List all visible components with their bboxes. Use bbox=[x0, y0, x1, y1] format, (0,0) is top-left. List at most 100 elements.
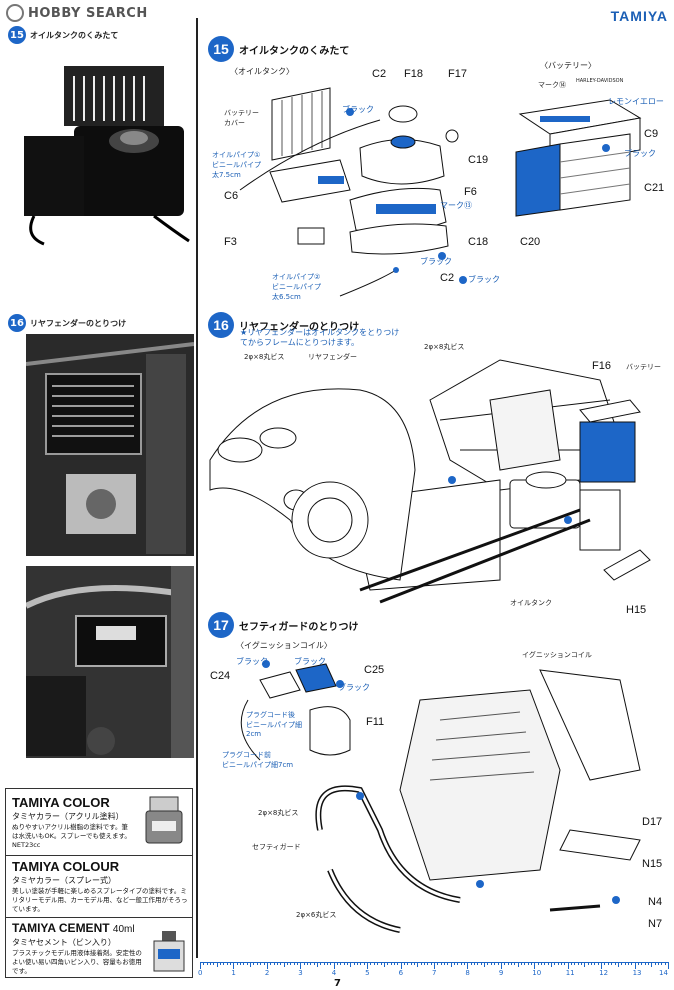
ruler-tick bbox=[200, 962, 201, 969]
ruler-minor-tick bbox=[577, 962, 579, 965]
ruler-minor-tick bbox=[206, 962, 208, 965]
ruler-minor-tick bbox=[470, 962, 472, 965]
part-c25: C25 bbox=[364, 664, 385, 676]
label-harley: HARLEY-DAVIDSON bbox=[576, 78, 624, 84]
part-c2-bottom: C2 bbox=[440, 272, 455, 284]
ruler-minor-tick bbox=[587, 962, 589, 965]
ruler-minor-tick bbox=[270, 962, 272, 965]
ruler-tick bbox=[668, 962, 669, 969]
ruler-minor-tick bbox=[403, 962, 405, 965]
step16-badge: 16 bbox=[208, 312, 234, 338]
ruler-minor-tick bbox=[611, 962, 613, 965]
ruler-minor-tick bbox=[373, 962, 375, 965]
part-n15: N15 bbox=[642, 858, 663, 870]
ruler-minor-tick bbox=[303, 962, 305, 965]
ruler-tick bbox=[567, 962, 569, 969]
ruler-minor-tick bbox=[487, 962, 489, 965]
step17-heading: 17 セフティガードのとりつけ bbox=[208, 612, 359, 638]
label-rear-fender: リヤフェンダー bbox=[308, 353, 357, 361]
ruler-minor-tick bbox=[460, 962, 462, 965]
ruler-minor-tick bbox=[530, 962, 532, 965]
ruler-minor-tick bbox=[423, 962, 425, 965]
ruler-tick bbox=[367, 962, 369, 969]
ruler-minor-tick bbox=[243, 962, 245, 965]
part-n4: N4 bbox=[648, 896, 663, 908]
paint-ad-box: TAMIYA COLOR タミヤカラー（アクリル塗料） ぬりやすいアクリル樹脂の… bbox=[5, 788, 193, 978]
left-step16-badge: 16 bbox=[8, 314, 26, 332]
ruler-minor-tick bbox=[393, 962, 395, 965]
ruler-minor-tick bbox=[437, 962, 439, 965]
ruler-tick-label: 3 bbox=[298, 969, 303, 977]
ad-cement-sub: タミヤセメント（ビン入り） bbox=[12, 938, 116, 947]
ruler-tick-label: 6 bbox=[398, 969, 404, 977]
ruler-tick bbox=[434, 962, 435, 969]
ruler-minor-tick bbox=[607, 962, 609, 965]
ruler-minor-tick bbox=[497, 962, 499, 965]
label-oil-pipe-1: オイルパイプ① ビニールパイプ 太7.5cm bbox=[212, 151, 261, 179]
ruler-minor-tick bbox=[363, 962, 365, 965]
step15-badge: 15 bbox=[208, 36, 234, 62]
ruler-minor-tick bbox=[256, 962, 258, 965]
ad-color-title: TAMIYA COLOR bbox=[12, 795, 110, 810]
ruler-minor-tick bbox=[464, 962, 466, 965]
part-c19: C19 bbox=[468, 154, 489, 166]
ruler-minor-tick bbox=[350, 962, 352, 967]
ruler-minor-tick bbox=[340, 962, 342, 965]
ruler-minor-tick bbox=[444, 962, 446, 965]
ruler-minor-tick bbox=[454, 962, 456, 965]
ruler-minor-tick bbox=[380, 962, 382, 965]
ruler-minor-tick bbox=[313, 962, 315, 965]
ruler-minor-tick bbox=[504, 962, 506, 965]
ruler-tick-label: 1 bbox=[231, 969, 236, 977]
left-step16-title: リヤフェンダーのとりつけ bbox=[30, 318, 127, 328]
ruler-minor-tick bbox=[353, 962, 355, 965]
ruler-tick bbox=[534, 962, 536, 969]
part-c20: C20 bbox=[520, 236, 541, 248]
cement-bottle-icon bbox=[153, 931, 185, 972]
photo-oil-tank bbox=[4, 46, 194, 246]
ruler-minor-tick bbox=[537, 962, 539, 965]
part-d17: D17 bbox=[642, 816, 663, 828]
ruler-minor-tick bbox=[323, 962, 325, 965]
ruler-minor-tick bbox=[644, 962, 646, 965]
ruler-minor-tick bbox=[614, 962, 616, 965]
ruler-minor-tick bbox=[383, 962, 385, 967]
ruler-minor-tick bbox=[450, 962, 452, 967]
ruler-minor-tick bbox=[527, 962, 529, 965]
ruler-minor-tick bbox=[293, 962, 295, 965]
label-screw-rear-2: 2φ×8丸ビス bbox=[424, 343, 465, 351]
ruler-tick-label: 0 bbox=[198, 969, 203, 977]
left-step16-heading: 16 リヤフェンダーのとりつけ bbox=[8, 314, 126, 332]
part-c18: C18 bbox=[468, 236, 489, 248]
watermark: HOBBY SEARCH bbox=[6, 4, 148, 22]
column-divider bbox=[196, 18, 198, 958]
ruler-minor-tick bbox=[273, 962, 275, 965]
ruler-minor-tick bbox=[540, 962, 542, 965]
label-17-black-1: ブラック bbox=[236, 657, 268, 666]
ruler-minor-tick bbox=[624, 962, 626, 965]
photo-rear-fender-2 bbox=[26, 566, 194, 758]
ruler-minor-tick bbox=[604, 962, 606, 965]
left-step15-badge: 15 bbox=[8, 26, 26, 44]
ruler-minor-tick bbox=[474, 962, 476, 965]
label-mark13: マーク⑬ bbox=[440, 201, 472, 210]
ruler-tick-label: 4 bbox=[331, 969, 337, 977]
ad-color-text: ぬりやすいアクリル樹脂の塗料です。筆は水洗いもOK。スプレーでも使えます。NET… bbox=[12, 823, 131, 849]
ruler-minor-tick bbox=[440, 962, 442, 965]
step15-heading: 15 オイルタンクのくみたて bbox=[208, 36, 349, 62]
ruler-minor-tick bbox=[250, 962, 252, 967]
step16-diagram bbox=[209, 359, 651, 604]
part-f3: F3 bbox=[224, 236, 237, 248]
ruler-tick-label: 2 bbox=[264, 969, 270, 977]
ruler-minor-tick bbox=[544, 962, 546, 965]
label-black-3: ブラック bbox=[468, 275, 500, 284]
label-screw-guard-2: 2φ×6丸ビス bbox=[296, 911, 337, 919]
label-black-1: ブラック bbox=[342, 105, 374, 114]
ad-cement-vol: 40ml bbox=[112, 924, 135, 935]
ruler-minor-tick bbox=[260, 962, 262, 965]
label-oil-pipe-2: オイルパイプ② ビニールパイプ 太6.5cm bbox=[272, 273, 321, 301]
part-h15: H15 bbox=[626, 604, 647, 616]
ruler-minor-tick bbox=[420, 962, 422, 965]
part-c21: C21 bbox=[644, 182, 665, 194]
label-oil-tank: オイルタンク bbox=[510, 599, 552, 607]
